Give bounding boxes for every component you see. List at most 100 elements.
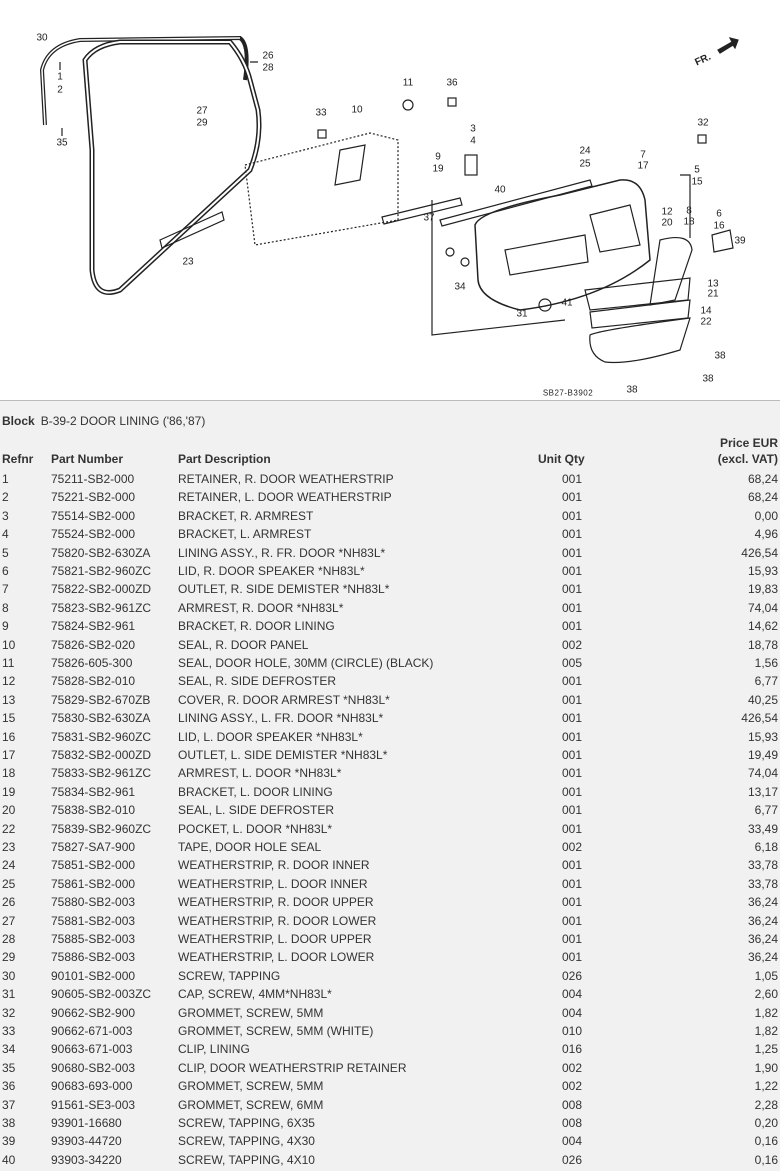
part-number-cell: 90101-SB2-000 (51, 968, 136, 983)
part-number-cell: 75211-SB2-000 (51, 472, 135, 486)
part-number-cell: 75826-605-300 (51, 656, 133, 670)
callout-36: 36 (446, 77, 458, 89)
qty-cell: 001 (562, 729, 583, 744)
part-number-cell: 90663-671-003 (51, 1042, 133, 1057)
description-cell: LINING ASSY., L. FR. DOOR *NH83L* (178, 711, 384, 726)
price-cell: 36,24 (747, 950, 778, 965)
description-cell: RETAINER, R. DOOR WEATHERSTRIP (178, 472, 394, 486)
refnr-cell: 27 (2, 913, 16, 928)
diagram-code: SB27-B3902 (542, 388, 594, 398)
callout-4: 4 (470, 135, 476, 147)
part-number-cell: 93901-16680 (51, 1116, 122, 1130)
price-cell: 68,24 (747, 472, 778, 486)
part-number-cell: 75838-SB2-010 (51, 803, 136, 818)
callout-30: 30 (36, 32, 48, 44)
description-cell: SEAL, R. SIDE DEFROSTER (178, 674, 337, 689)
price-cell: 2,28 (754, 1097, 778, 1112)
refnr-cell: 24 (2, 858, 16, 873)
description-cell: LID, L. DOOR SPEAKER *NH83L* (178, 729, 363, 744)
qty-cell: 001 (562, 932, 583, 946)
qty-cell: 005 (562, 656, 583, 670)
refnr-cell: 18 (2, 766, 16, 781)
qty-cell: 008 (562, 1116, 583, 1130)
callout-20: 20 (661, 217, 673, 229)
price-cell: 6,77 (754, 674, 778, 689)
price-cell: 1,90 (754, 1060, 778, 1075)
qty-cell: 010 (562, 1024, 583, 1038)
parts-diagram: 30 1 2 35 26 28 27 29 11 36 33 10 3 4 9 … (0, 0, 780, 401)
price-cell: 15,93 (747, 729, 778, 744)
qty-cell: 001 (562, 711, 583, 726)
header-price-line2: (excl. VAT) (717, 452, 778, 466)
refnr-cell: 6 (2, 564, 9, 578)
qty-cell: 001 (562, 895, 583, 910)
refnr-cell: 38 (2, 1116, 16, 1130)
part-number-cell: 75833-SB2-961ZC (51, 766, 152, 781)
part-number-cell: 75221-SB2-000 (51, 490, 136, 505)
qty-cell: 001 (562, 508, 583, 523)
part-number-cell: 75514-SB2-000 (51, 508, 136, 523)
description-cell: RETAINER, L. DOOR WEATHERSTRIP (178, 490, 392, 505)
callout-23: 23 (182, 256, 194, 268)
description-cell: TAPE, DOOR HOLE SEAL (178, 840, 322, 854)
description-cell: COVER, R. DOOR ARMREST *NH83L* (178, 692, 390, 707)
part-number-cell: 75824-SB2-961 (51, 619, 136, 634)
description-cell: GROMMET, SCREW, 6MM (178, 1097, 324, 1112)
qty-cell: 001 (562, 858, 583, 873)
callout-26: 26 (262, 50, 274, 62)
refnr-cell: 37 (2, 1097, 16, 1112)
callout-27: 27 (196, 105, 208, 117)
price-cell: 4,96 (754, 527, 778, 542)
callout-13: 13 (707, 278, 719, 290)
price-cell: 40,25 (747, 692, 778, 707)
qty-cell: 002 (562, 1060, 583, 1075)
description-cell: BRACKET, L. DOOR LINING (178, 784, 333, 799)
description-cell: POCKET, L. DOOR *NH83L* (178, 821, 333, 836)
description-cell: SEAL, DOOR HOLE, 30MM (CIRCLE) (BLACK) (178, 656, 434, 670)
part-number-cell: 75834-SB2-961 (51, 784, 136, 799)
part-number-cell: 90662-SB2-900 (51, 1005, 136, 1020)
part-number-cell: 75832-SB2-000ZD (51, 748, 152, 762)
part-number-cell: 90662-671-003 (51, 1024, 133, 1038)
header-part-number: Part Number (51, 452, 124, 466)
callout-39: 39 (734, 235, 746, 247)
